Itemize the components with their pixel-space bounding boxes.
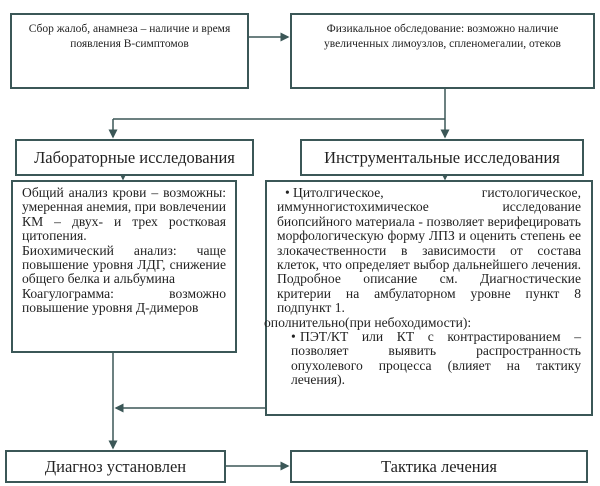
bullet-icon: • <box>291 329 296 345</box>
additional-label: ополнительно(при небоходимости): <box>264 314 472 330</box>
biopsy-text: Цитолгическое, гистологическое, иммунног… <box>277 185 581 316</box>
physical-exam-text: Физикальное обследование: возможно налич… <box>324 23 561 50</box>
instrumental-tests-box: Инструментальные исследования <box>300 139 584 176</box>
diagnosis-box: Диагноз установлен <box>5 450 226 483</box>
lab-tests-box: Лабораторные исследования <box>15 139 254 176</box>
lab-details-box: Общий анализ крови – возможны: умеренная… <box>11 180 237 353</box>
lab-coag-text: Коагулограмма: возможно повышение уровня… <box>22 285 226 316</box>
treatment-text: Тактика лечения <box>380 456 498 476</box>
biopsy-item: •Цитолгическое, гистологическое, иммунно… <box>277 185 581 316</box>
instrumental-details-box: •Цитолгическое, гистологическое, иммунно… <box>264 180 593 416</box>
lab-tests-title: Лабораторные исследования <box>34 147 235 167</box>
lab-biochem-text: Биохимический анализ: чаще повышение уро… <box>22 242 226 287</box>
pet-ct-item: •ПЭТ/КТ или КТ с контрастированием – поз… <box>277 329 581 388</box>
treatment-box: Тактика лечения <box>290 450 588 483</box>
lab-cbc-text: Общий анализ крови – возможны: умеренная… <box>22 185 226 244</box>
complaints-box: Сбор жалоб, анамнеза – наличие и время п… <box>10 13 249 89</box>
bullet-icon: • <box>285 185 290 200</box>
pet-ct-text: ПЭТ/КТ или КТ с контрастированием – позв… <box>291 329 581 388</box>
complaints-text: Сбор жалоб, анамнеза – наличие и время п… <box>28 23 231 50</box>
instrumental-tests-title: Инструментальные исследования <box>324 147 560 167</box>
physical-exam-box: Физикальное обследование: возможно налич… <box>290 13 595 89</box>
diagnosis-text: Диагноз установлен <box>44 456 187 476</box>
